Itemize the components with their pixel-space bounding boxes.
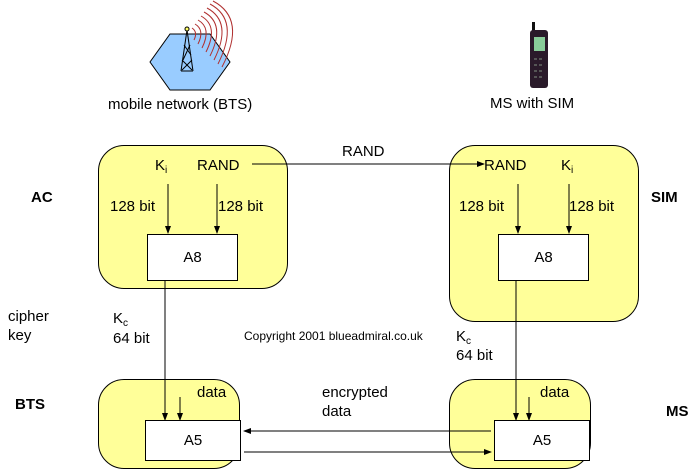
ms-a5-box: A5 (494, 420, 590, 461)
sim-rand-bits: 128 bit (459, 198, 505, 215)
radio-waves-icon (191, 0, 234, 68)
ac-a8-box: A8 (147, 234, 238, 281)
kc-left-bits: 64 bit (113, 330, 150, 347)
kc-right-bits: 64 bit (456, 347, 493, 364)
cipher-key-label-line2: key (8, 327, 32, 344)
bts-data-label: data (197, 384, 227, 401)
bts-side-label: BTS (15, 396, 45, 413)
sim-panel (449, 145, 639, 322)
network-illustration (149, 0, 234, 91)
kc-left-label: Kc (113, 310, 129, 329)
sim-ki-label: Ki (561, 157, 574, 176)
bts-a5-box: A5 (145, 420, 241, 461)
ac-ki-bits: 128 bit (110, 198, 156, 215)
sim-a8-box: A8 (498, 234, 589, 281)
rand-transfer-label: RAND (342, 143, 385, 160)
ac-rand-bits: 128 bit (218, 198, 264, 215)
ac-rand-label: RAND (197, 157, 240, 174)
ms-side-label: MS (666, 403, 689, 420)
ms-data-label: data (540, 384, 570, 401)
mobile-phone-icon (530, 22, 548, 88)
network-label: mobile network (BTS) (108, 96, 253, 113)
sim-ki-bits: 128 bit (569, 198, 615, 215)
encrypted-data-label-line1: encrypted (322, 384, 388, 401)
cipher-key-label-line1: cipher (8, 308, 49, 325)
radio-tower-icon (180, 26, 194, 72)
ac-side-label: AC (31, 189, 53, 206)
sim-rand-label: RAND (484, 157, 527, 174)
ms-label: MS with SIM (490, 95, 575, 112)
copyright-text: Copyright 2001 blueadmiral.co.uk (244, 329, 423, 343)
sim-side-label: SIM (651, 189, 678, 206)
kc-right-label: Kc (456, 328, 472, 347)
ac-ki-label: Ki (155, 157, 168, 176)
encrypted-data-label-line2: data (322, 403, 352, 420)
